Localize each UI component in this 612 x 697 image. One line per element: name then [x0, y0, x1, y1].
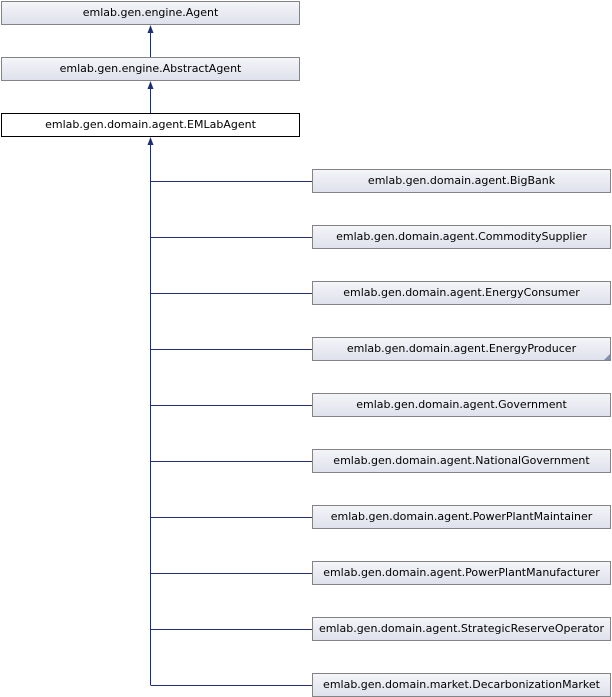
subclass-label: emlab.gen.domain.agent.Government [356, 398, 567, 411]
ancestor-node-agent[interactable]: emlab.gen.engine.Agent [1, 1, 300, 25]
ancestor-label: emlab.gen.engine.AbstractAgent [59, 62, 242, 75]
subclass-node-strategic-reserve-operator[interactable]: emlab.gen.domain.agent.StrategicReserveO… [312, 617, 611, 641]
subclass-node-government[interactable]: emlab.gen.domain.agent.Government [312, 393, 611, 417]
subclass-label: emlab.gen.domain.agent.BigBank [367, 174, 556, 187]
subclass-node-big-bank[interactable]: emlab.gen.domain.agent.BigBank [312, 169, 611, 193]
subclass-node-decarbonization-market[interactable]: emlab.gen.domain.market.DecarbonizationM… [312, 673, 611, 697]
subclass-node-energy-consumer[interactable]: emlab.gen.domain.agent.EnergyConsumer [312, 281, 611, 305]
subclass-node-power-plant-manufacturer[interactable]: emlab.gen.domain.agent.PowerPlantManufac… [312, 561, 611, 585]
subclass-label: emlab.gen.domain.agent.EnergyProducer [346, 342, 577, 355]
subclass-label: emlab.gen.domain.agent.PowerPlantMaintai… [330, 510, 593, 523]
truncated-graph-marker-icon [604, 354, 610, 360]
subclass-node-power-plant-maintainer[interactable]: emlab.gen.domain.agent.PowerPlantMaintai… [312, 505, 611, 529]
subclass-node-commodity-supplier[interactable]: emlab.gen.domain.agent.CommoditySupplier [312, 225, 611, 249]
subclass-label: emlab.gen.domain.agent.CommoditySupplier [336, 230, 587, 243]
ancestor-label: emlab.gen.engine.Agent [82, 6, 219, 19]
subclass-node-energy-producer[interactable]: emlab.gen.domain.agent.EnergyProducer [312, 337, 611, 361]
subclass-label: emlab.gen.domain.market.DecarbonizationM… [323, 678, 600, 691]
inheritance-arrow-icon [147, 137, 154, 145]
subclass-label: emlab.gen.domain.agent.NationalGovernmen… [333, 454, 590, 467]
inheritance-arrow-icon [147, 81, 154, 89]
current-class-node: emlab.gen.domain.agent.EMLabAgent [1, 113, 300, 137]
subclass-node-national-government[interactable]: emlab.gen.domain.agent.NationalGovernmen… [312, 449, 611, 473]
subclass-label: emlab.gen.domain.agent.PowerPlantManufac… [323, 566, 600, 579]
inheritance-arrow-icon [147, 25, 154, 33]
current-class-label: emlab.gen.domain.agent.EMLabAgent [45, 118, 256, 131]
ancestor-node-abstract-agent[interactable]: emlab.gen.engine.AbstractAgent [1, 57, 300, 81]
subclass-label: emlab.gen.domain.agent.StrategicReserveO… [318, 622, 605, 635]
subclass-label: emlab.gen.domain.agent.EnergyConsumer [343, 286, 580, 299]
